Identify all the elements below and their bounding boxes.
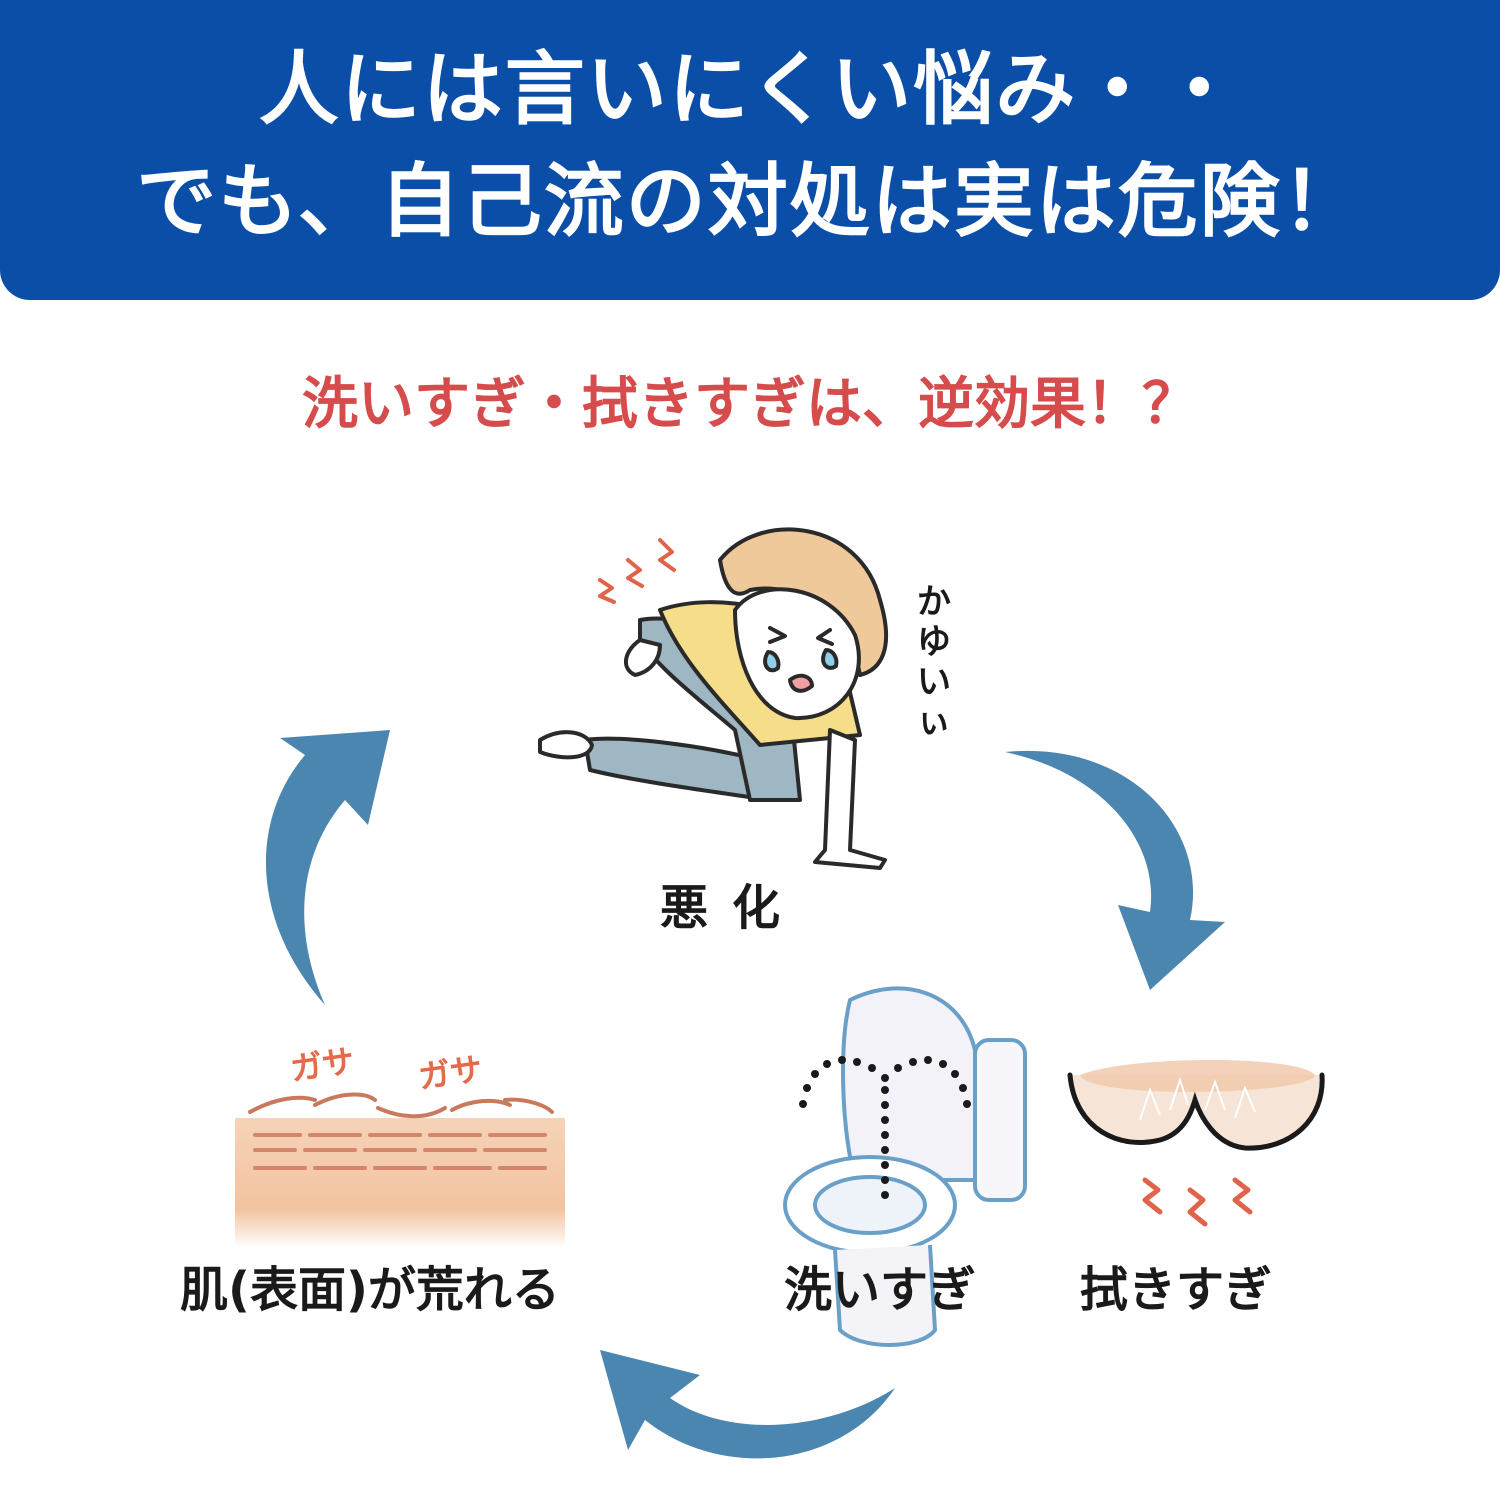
label-skin-roughness: 肌(表面)が荒れる — [180, 1262, 560, 1318]
arrow-bottom-icon — [600, 1350, 895, 1459]
itchy-sound-text: か ゆ い ぃ — [917, 582, 951, 742]
arrow-right-icon — [1005, 750, 1225, 990]
header-banner: 人には言いにくい悩み・・ でも、自己流の対処は実は危険！ — [0, 0, 1500, 300]
skin-section-illustration — [235, 1092, 565, 1248]
cycle-arrows — [265, 730, 1225, 1459]
rough-sound-text-2: ガサ — [415, 1049, 485, 1097]
toilet-illustration — [783, 986, 1027, 1347]
itchy-person-illustration — [538, 527, 889, 870]
itch-marks-icon — [598, 538, 676, 604]
rough-sound-text-1: ガサ — [287, 1041, 357, 1089]
subtitle: 洗いすぎ・拭きすぎは、逆効果！？ — [302, 372, 1198, 437]
label-over-washing: 洗いすぎ — [784, 1262, 977, 1318]
arrow-left-icon — [265, 730, 390, 1005]
label-worsening: 悪化 — [660, 880, 805, 936]
water-spray-icon — [799, 1056, 971, 1199]
buttocks-illustration — [1067, 1060, 1325, 1151]
label-over-wiping: 拭きすぎ — [1080, 1262, 1273, 1318]
headline-line-2: でも、自己流の対処は実は危険！ — [136, 155, 1364, 248]
headline-line-1: 人には言いにくい悩み・・ — [258, 43, 1242, 136]
pain-marks-icon — [1142, 1177, 1253, 1227]
